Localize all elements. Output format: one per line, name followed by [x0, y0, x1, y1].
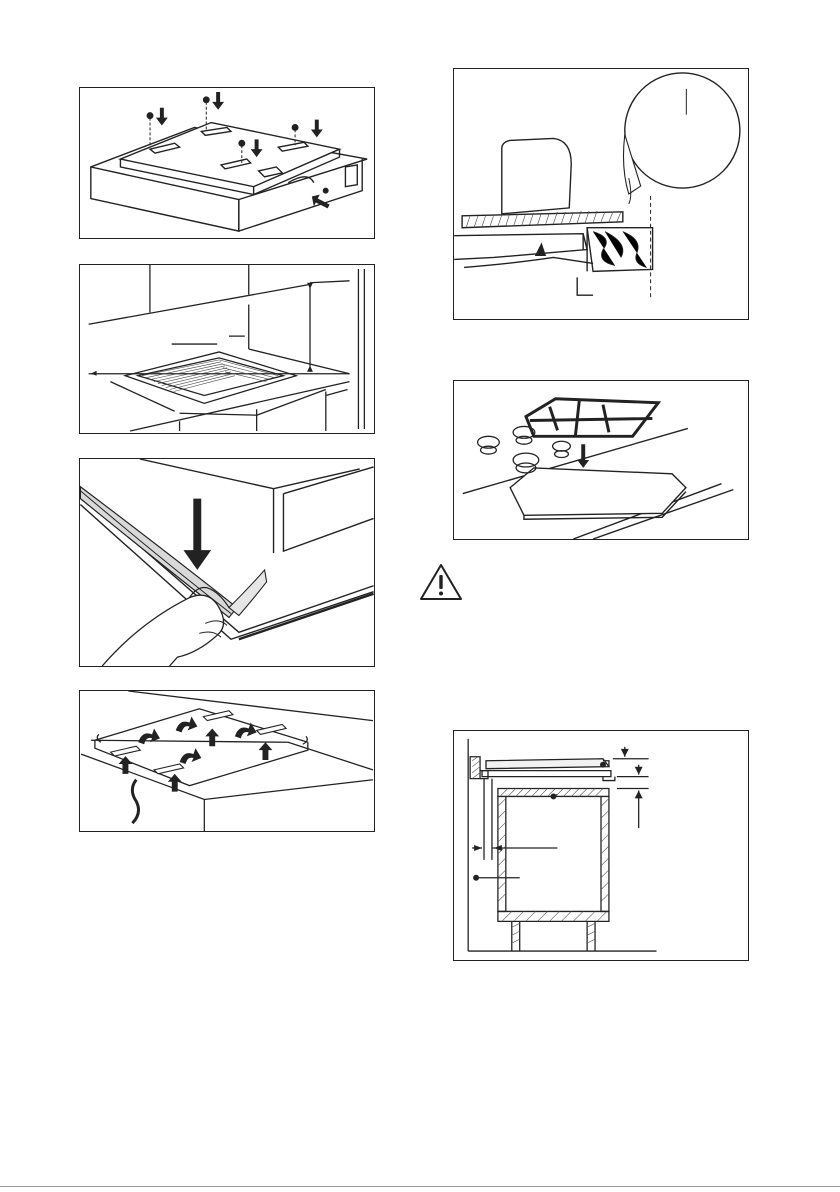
figure-hob-placement — [453, 380, 749, 540]
figure-screw-brackets — [79, 87, 375, 239]
figure-cabinet-clearance — [453, 730, 749, 961]
cutout-dimensions-illustration — [80, 265, 374, 433]
figure-bracket-rotation — [79, 690, 375, 832]
figure-cutout-dimensions — [79, 264, 375, 434]
bracket-rotation-illustration — [80, 691, 374, 831]
cabinet-clearance-illustration — [454, 731, 748, 960]
screw-brackets-illustration — [80, 88, 374, 238]
seal-strip-illustration — [80, 459, 374, 666]
figure-worktop-edge-detail — [453, 68, 749, 320]
figure-seal-strip — [79, 458, 375, 667]
page-bottom-rule — [0, 1186, 840, 1187]
warning-triangle-icon — [418, 562, 464, 602]
hob-placement-illustration — [454, 381, 748, 539]
worktop-edge-detail-illustration — [454, 69, 748, 319]
